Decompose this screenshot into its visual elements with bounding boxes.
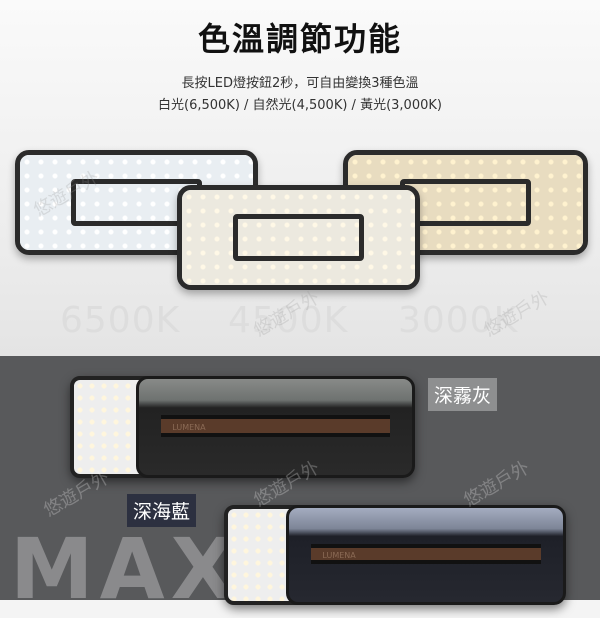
subtitle-line-2: 白光(6,500K) / 自然光(4,500K) / 黃光(3,000K) xyxy=(158,98,442,113)
subtitle-line-1: 長按LED燈按鈕2秒，可自由變換3種色溫 xyxy=(181,76,419,91)
brand-logo: LUMENA xyxy=(172,422,206,432)
kelvin-label-3000: 3000K xyxy=(398,300,519,341)
lamp-dark-gray: LUMENA xyxy=(70,376,415,478)
color-tag-gray: 深霧灰 xyxy=(428,378,498,411)
brand-logo: LUMENA xyxy=(322,550,356,560)
lamp-navy-blue: LUMENA xyxy=(224,505,566,605)
model-name: MAX xyxy=(10,520,242,618)
lamp-natural-light xyxy=(177,185,420,290)
color-tag-blue: 深海藍 xyxy=(127,494,197,527)
page-title: 色溫調節功能 xyxy=(197,20,402,58)
kelvin-label-6500: 6500K xyxy=(60,300,181,341)
kelvin-label-4500: 4500K xyxy=(228,300,349,341)
